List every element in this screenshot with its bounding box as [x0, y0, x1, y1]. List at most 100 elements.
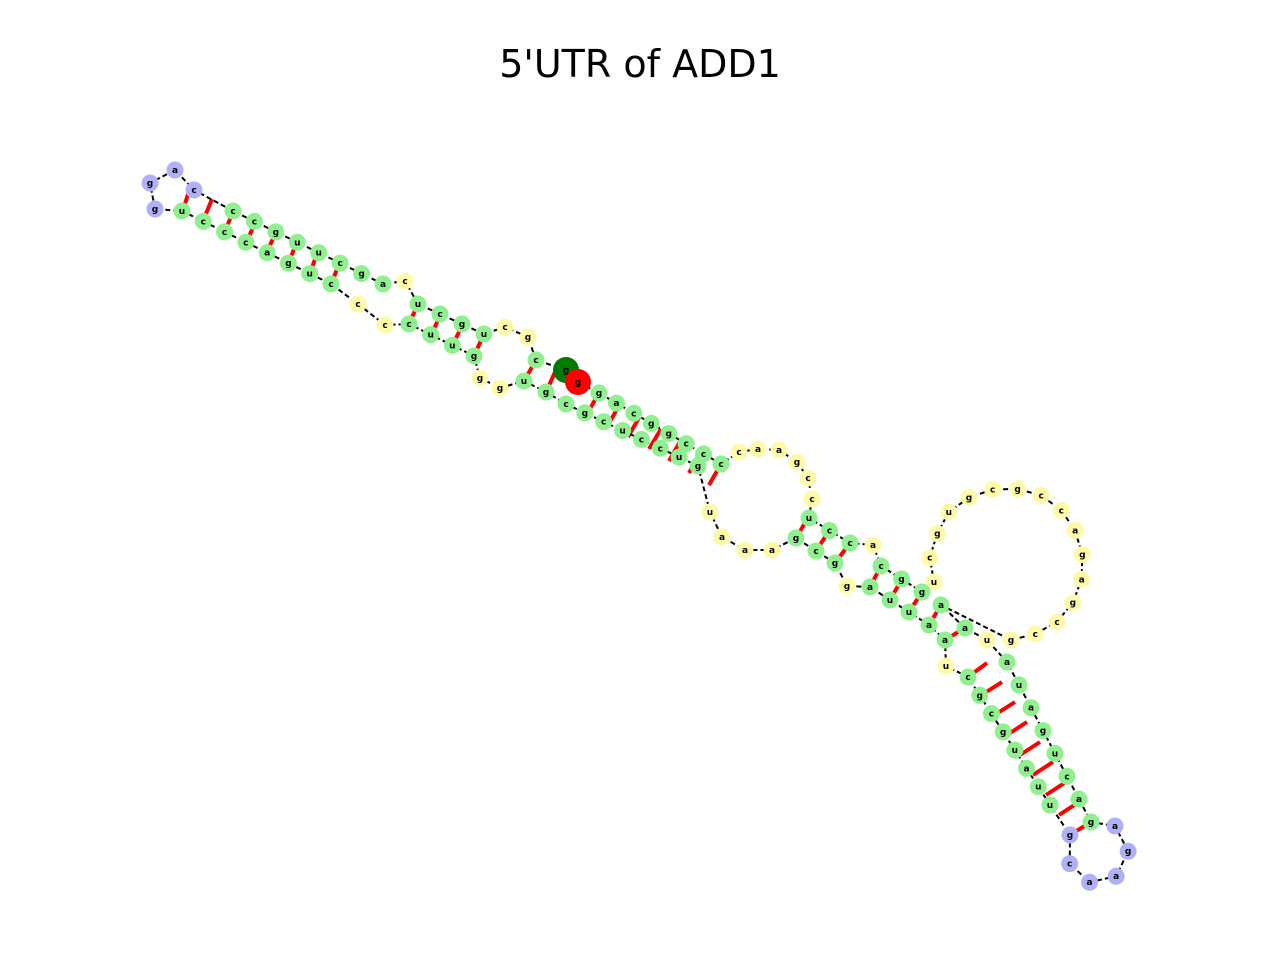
- nucleotide: a: [770, 441, 788, 459]
- nucleotide: g: [960, 488, 978, 506]
- nucleotide-circle: [400, 315, 418, 333]
- nucleotide-label: g: [543, 388, 549, 398]
- nucleotide-circle: [1107, 867, 1125, 885]
- nucleotide: c: [376, 316, 394, 334]
- nucleotide: g: [537, 383, 555, 401]
- nucleotide-label: g: [1070, 599, 1076, 609]
- nucleotide-circle: [642, 414, 660, 432]
- nucleotide-circle: [913, 583, 931, 601]
- nucleotide: c: [982, 705, 1000, 723]
- nucleotide-label: c: [533, 356, 538, 366]
- nucleotide-circle: [1026, 625, 1044, 643]
- nucleotide-label: c: [563, 400, 568, 410]
- nucleotide: c: [695, 445, 713, 463]
- nucleotide-circle: [712, 455, 730, 473]
- nucleotide-circle: [258, 244, 276, 262]
- nucleotide-circle: [590, 384, 608, 402]
- nucleotide-circle: [496, 318, 514, 336]
- nucleotide-label: c: [1067, 860, 1072, 870]
- nucleotide-circle: [695, 445, 713, 463]
- nucleotide: a: [763, 541, 781, 559]
- nucleotide-label: g: [582, 409, 588, 419]
- nucleotide: u: [1046, 744, 1064, 762]
- nucleotide: c: [496, 318, 514, 336]
- nucleotide-circle: [1061, 826, 1079, 844]
- nucleotide: g: [1034, 722, 1052, 740]
- nucleotide: a: [713, 528, 731, 546]
- nucleotide-label: g: [525, 333, 531, 343]
- nucleotide-label: c: [736, 448, 741, 458]
- nucleotide-label: u: [521, 377, 527, 387]
- nucleotide: u: [701, 503, 719, 521]
- nucleotide-label: u: [906, 608, 912, 618]
- nucleotide-circle: [936, 631, 954, 649]
- nucleotide: c: [396, 272, 414, 290]
- nucleotide-circle: [1073, 570, 1091, 588]
- nucleotide: c: [712, 455, 730, 473]
- nucleotide-circle: [1032, 487, 1050, 505]
- nucleotide: u: [515, 372, 533, 390]
- nucleotide-circle: [349, 295, 367, 313]
- nucleotide: c: [1026, 625, 1044, 643]
- nucleotide-circle: [1041, 796, 1059, 814]
- nucleotide-label: c: [813, 547, 818, 557]
- nucleotide-circle: [788, 453, 806, 471]
- nucleotide: g: [267, 223, 285, 241]
- nucleotide: g: [590, 384, 608, 402]
- nucleotide-label: c: [965, 673, 970, 683]
- nucleotide-circle: [1119, 842, 1137, 860]
- nucleotide-label: c: [639, 435, 644, 445]
- nucleotide-circle: [185, 181, 203, 199]
- nucleotide-label: c: [989, 710, 994, 720]
- nucleotide-circle: [763, 541, 781, 559]
- nucleotide-circle: [994, 723, 1012, 741]
- nucleotide-label: a: [769, 546, 775, 556]
- nucleotide-label: u: [1035, 783, 1041, 793]
- nucleotide-circle: [527, 351, 545, 369]
- nucleotide: c: [527, 351, 545, 369]
- nucleotide-circle: [1106, 817, 1124, 835]
- nucleotide-label: u: [943, 662, 949, 672]
- nucleotide-label: a: [938, 601, 944, 611]
- nucleotide-label: c: [502, 323, 507, 333]
- nucleotide-circle: [267, 223, 285, 241]
- nucleotide: c: [841, 534, 859, 552]
- nucleotide-label: c: [230, 207, 235, 217]
- nucleotide-label: c: [927, 554, 932, 564]
- nucleotide: g: [279, 254, 297, 272]
- nucleotide: g: [1002, 631, 1020, 649]
- nucleotide: c: [245, 212, 263, 230]
- nucleotide: c: [921, 549, 939, 567]
- nucleotide-circle: [937, 657, 955, 675]
- nucleotide-label: c: [805, 474, 810, 484]
- nucleotide: c: [431, 305, 449, 323]
- nucleotide-circle: [940, 503, 958, 521]
- nucleotide: c: [1032, 487, 1050, 505]
- nucleotide-label: c: [683, 440, 688, 450]
- nucleotide-circle: [331, 254, 349, 272]
- nucleotide-label: g: [459, 320, 465, 330]
- nucleotide-circle: [1002, 631, 1020, 649]
- nucleotide-label: g: [1040, 727, 1046, 737]
- nucleotide-label: u: [676, 453, 682, 463]
- nucleotide-label: c: [252, 217, 257, 227]
- nucleotide-circle: [322, 275, 340, 293]
- nucleotide: a: [1107, 867, 1125, 885]
- nucleotide-label: c: [990, 485, 995, 495]
- nucleotide-label: c: [701, 450, 706, 460]
- nucleotide-label: a: [1079, 575, 1085, 585]
- nucleotide-circle: [288, 233, 306, 251]
- nucleotide-circle: [998, 653, 1016, 671]
- nucleotide: a: [1106, 817, 1124, 835]
- nucleotide-label: g: [152, 205, 158, 215]
- nucleotide-label: u: [931, 578, 937, 588]
- nucleotide: g: [1064, 594, 1082, 612]
- nucleotide-label: c: [382, 321, 387, 331]
- nucleotide-circle: [1061, 855, 1079, 873]
- nucleotide-label: c: [878, 562, 883, 572]
- nucleotide: u: [310, 244, 328, 262]
- nucleotide-label: u: [179, 207, 185, 217]
- figure-title: 5'UTR of ADD1: [499, 42, 781, 86]
- nucleotide: u: [800, 509, 818, 527]
- nucleotide-label: g: [665, 430, 671, 440]
